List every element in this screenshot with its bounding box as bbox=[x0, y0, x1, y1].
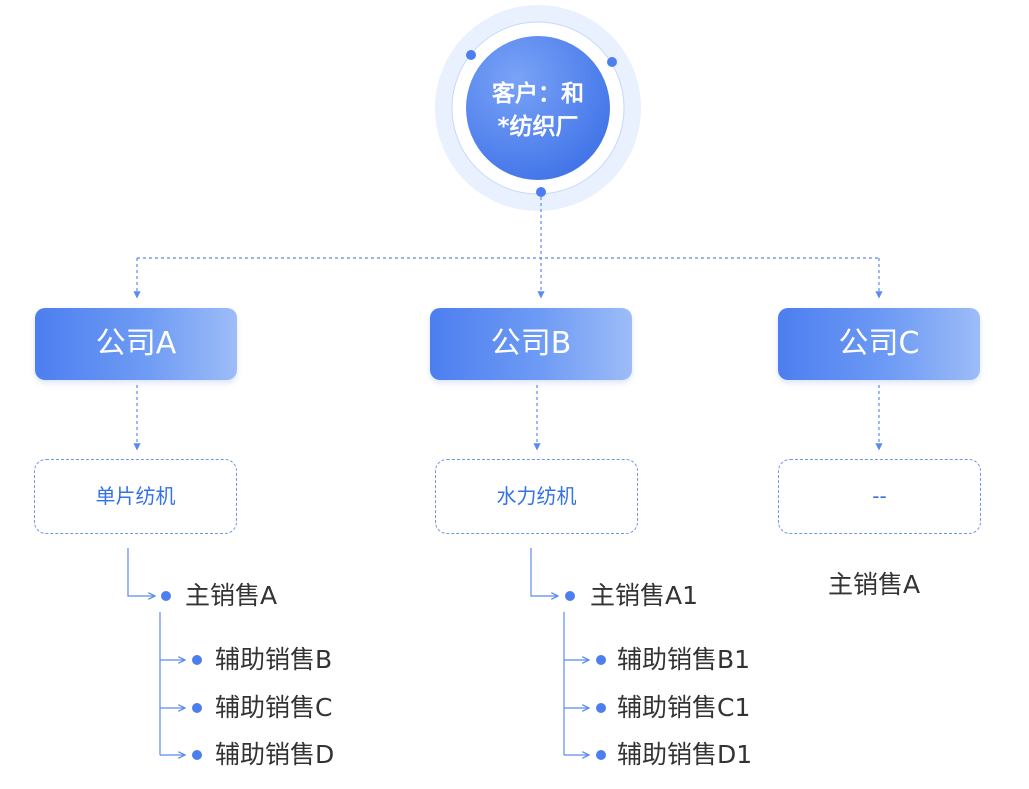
product-c-box: -- bbox=[778, 459, 981, 534]
root-connectors bbox=[133, 197, 883, 299]
customer-node bbox=[435, 5, 641, 211]
bullet-dot bbox=[192, 655, 202, 665]
product-connectors bbox=[133, 385, 883, 451]
company-c-box: 公司C bbox=[778, 308, 980, 380]
company-a-box: 公司A bbox=[35, 308, 237, 380]
sales-tree-b bbox=[530, 548, 589, 755]
assistant-sales-b-2: 辅助销售C1 bbox=[617, 693, 751, 722]
orbit-dot bbox=[536, 187, 546, 197]
product-b-box: 水力纺机 bbox=[435, 459, 638, 534]
bullet-dot bbox=[192, 703, 202, 713]
main-sales-c: 主销售A bbox=[828, 570, 921, 599]
customer-title-line-2: *纺织厂 bbox=[497, 114, 579, 140]
bullet-dot bbox=[596, 750, 606, 760]
main-sales-b: 主销售A1 bbox=[590, 581, 699, 610]
connector-line bbox=[127, 548, 155, 596]
assistant-sales-a-1: 辅助销售B bbox=[215, 645, 333, 674]
sales-dots-b bbox=[565, 591, 606, 760]
customer-core bbox=[466, 36, 610, 180]
assistant-sales-a-2: 辅助销售C bbox=[215, 693, 333, 722]
assistant-sales-b-3: 辅助销售D1 bbox=[617, 740, 753, 769]
bullet-dot bbox=[161, 591, 171, 601]
bullet-dot bbox=[565, 591, 575, 601]
bullet-dot bbox=[192, 750, 202, 760]
company-b-box: 公司B bbox=[430, 308, 632, 380]
customer-title-line-1: 客户：和 bbox=[492, 81, 584, 107]
orbit-dot bbox=[466, 50, 476, 60]
orbit-dot bbox=[607, 57, 617, 67]
customer-title: 客户：和 *纺织厂 bbox=[468, 78, 608, 144]
assistant-sales-b-1: 辅助销售B1 bbox=[617, 645, 751, 674]
bullet-dot bbox=[596, 703, 606, 713]
bullet-dot bbox=[596, 655, 606, 665]
sales-tree-a bbox=[127, 548, 185, 755]
assistant-sales-a-3: 辅助销售D bbox=[215, 740, 335, 769]
sales-dots-a bbox=[161, 591, 202, 760]
connector-line bbox=[530, 548, 558, 596]
main-sales-a: 主销售A bbox=[185, 581, 278, 610]
product-a-box: 单片纺机 bbox=[34, 459, 237, 534]
